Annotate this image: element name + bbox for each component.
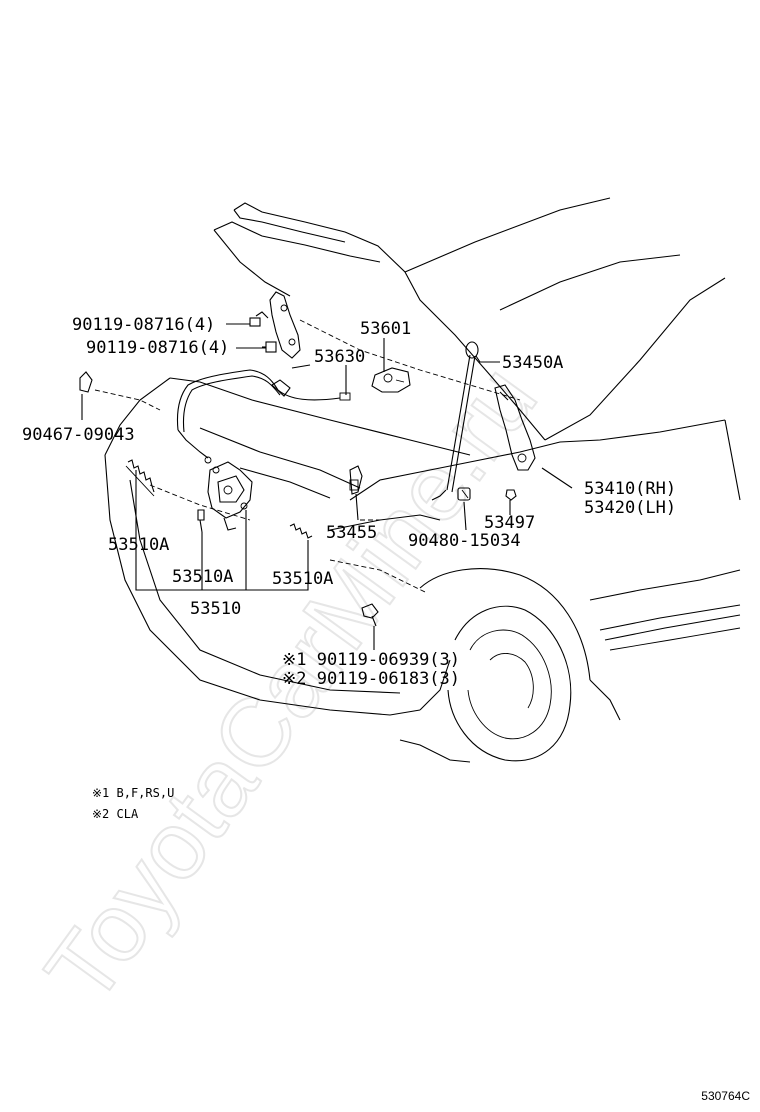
- label-90467-09043: 90467-09043: [22, 425, 135, 445]
- label-53630: 53630: [314, 347, 365, 367]
- cable-clip: [79, 371, 93, 393]
- hood-support-rod: [431, 341, 479, 501]
- label-53510: 53510: [190, 599, 241, 619]
- bolt-icon-lower: [262, 341, 277, 353]
- hood-lock-assembly: [207, 461, 253, 531]
- spring-right: [289, 523, 313, 539]
- label-90480-15034: 90480-15034: [408, 531, 521, 551]
- hood-hinge-bracket: [269, 291, 301, 359]
- hood-hinge: [494, 384, 536, 471]
- spring-left: [125, 459, 155, 497]
- label-53410-rh: 53410(RH): [584, 479, 676, 499]
- cushion-90480: [457, 487, 471, 501]
- bolt-icon-upper: [249, 311, 269, 327]
- label-53510a-right: 53510A: [272, 569, 333, 589]
- cushion-53497: [505, 489, 517, 501]
- label-53420-lh: 53420(LH): [584, 498, 676, 518]
- release-lever: [371, 367, 411, 393]
- fender-bolt: [361, 603, 379, 627]
- rod-holder: [349, 465, 363, 495]
- label-90119-06183: ※2 90119-06183(3): [282, 669, 460, 689]
- spring-middle: [197, 509, 205, 533]
- label-90119-06939: ※1 90119-06939(3): [282, 650, 460, 670]
- label-53450a: 53450A: [502, 353, 563, 373]
- figure-id: 530764C: [701, 1089, 750, 1103]
- hood-release-cable: [176, 369, 351, 464]
- label-53455: 53455: [326, 523, 377, 543]
- label-90119-08716-b: 90119-08716(4): [86, 338, 229, 358]
- footnote-1: ※1 B,F,RS,U: [92, 786, 174, 800]
- label-53601: 53601: [360, 319, 411, 339]
- leader-lines: [81, 323, 573, 650]
- label-53510a-middle: 53510A: [172, 567, 233, 587]
- label-53497: 53497: [484, 513, 535, 533]
- label-90119-08716-a: 90119-08716(4): [72, 315, 215, 335]
- footnote-2: ※2 CLA: [92, 807, 139, 821]
- label-53510a-left: 53510A: [108, 535, 169, 555]
